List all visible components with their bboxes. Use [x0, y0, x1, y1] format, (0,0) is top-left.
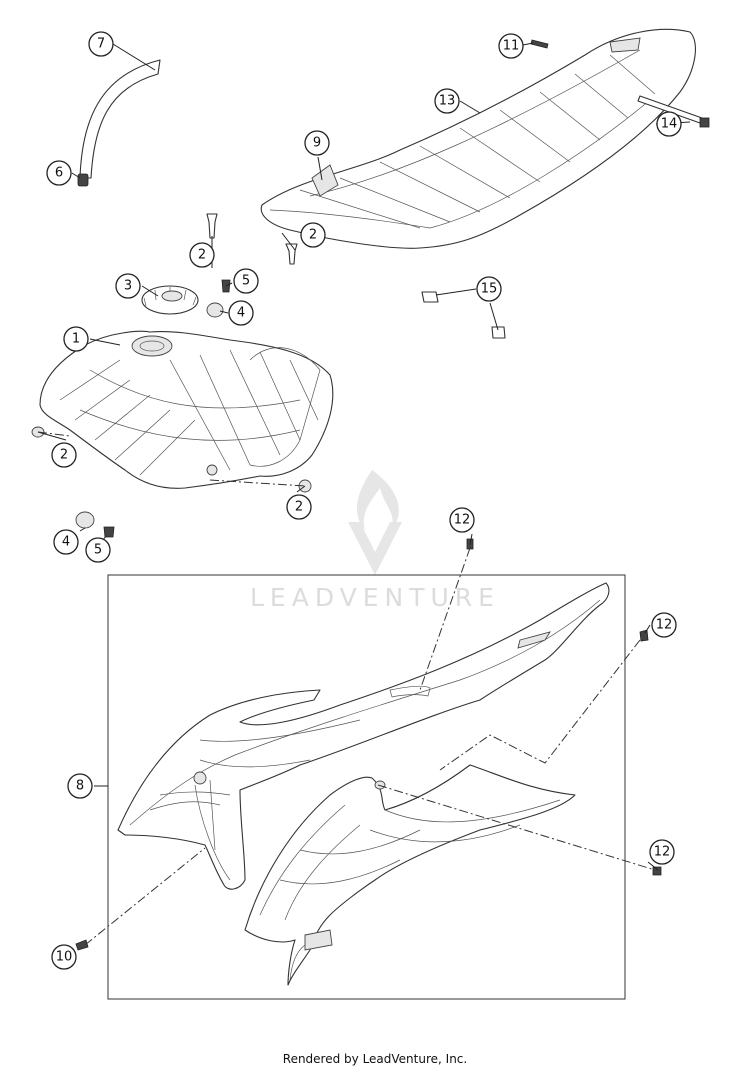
part-10-screw	[75, 939, 89, 951]
watermark-text: LEADVENTURE	[250, 583, 500, 612]
part-12-bolt-lower	[652, 866, 662, 876]
callout-8: 8	[67, 773, 93, 799]
svg-text:2: 2	[198, 248, 206, 263]
assembly-box-8	[107, 574, 626, 1000]
callout-3: 3	[115, 273, 141, 299]
part-2-screw-a	[206, 213, 218, 239]
svg-text:2: 2	[309, 228, 317, 243]
callout-5-bottom: 5	[85, 537, 111, 563]
svg-text:12: 12	[654, 845, 671, 860]
callout-12-lower: 12	[649, 839, 675, 865]
svg-text:6: 6	[55, 166, 63, 181]
svg-text:4: 4	[62, 535, 70, 550]
svg-text:11: 11	[503, 39, 520, 54]
svg-text:12: 12	[656, 618, 673, 633]
part-3-cap	[141, 285, 199, 315]
svg-text:8: 8	[76, 779, 84, 794]
callout-4-bottom: 4	[53, 529, 79, 555]
part-14-nut	[699, 117, 710, 128]
callout-9: 9	[304, 130, 330, 156]
part-11-screw	[530, 39, 549, 49]
svg-text:7: 7	[97, 37, 105, 52]
part-9-bracket	[311, 164, 339, 197]
svg-text:3: 3	[124, 279, 132, 294]
part-13-seat	[260, 28, 696, 249]
part-1-fuel-tank	[39, 330, 334, 489]
svg-text:10: 10	[56, 950, 73, 965]
callout-14: 14	[656, 111, 682, 137]
part-2-screw-b	[285, 243, 298, 265]
assembly-lines	[37, 431, 656, 946]
svg-text:13: 13	[439, 94, 456, 109]
svg-text:5: 5	[242, 274, 250, 289]
svg-text:14: 14	[661, 117, 678, 132]
part-12-bolt-right	[639, 629, 649, 642]
part-8-side-panel-left	[117, 582, 610, 890]
svg-text:9: 9	[313, 136, 321, 151]
footer-credit: Rendered by LeadVenture, Inc.	[282, 1052, 468, 1066]
svg-text:2: 2	[60, 448, 68, 463]
svg-text:12: 12	[454, 513, 471, 528]
part-7-hose	[79, 59, 161, 179]
part-15-clip-upper	[421, 291, 439, 303]
part-4-bushing-bottom	[75, 511, 95, 529]
svg-text:2: 2	[295, 500, 303, 515]
callout-2-grommet-right: 2	[286, 494, 312, 520]
callout-2-grommet-left: 2	[51, 442, 77, 468]
callout-11: 11	[498, 33, 524, 59]
part-5-screw-bottom	[103, 526, 115, 538]
callout-12-top: 12	[449, 507, 475, 533]
callout-2-screw-top-left: 2	[189, 242, 215, 268]
callout-4-top: 4	[228, 300, 254, 326]
watermark: LEADVENTURE	[250, 470, 500, 612]
callout-7: 7	[88, 31, 114, 57]
svg-text:1: 1	[72, 332, 80, 347]
svg-text:15: 15	[481, 282, 498, 297]
callout-6: 6	[46, 160, 72, 186]
part-4-bushing-top	[206, 302, 224, 318]
callout-12-right: 12	[651, 612, 677, 638]
svg-text:4: 4	[237, 306, 245, 321]
part-8-side-panel-right	[244, 764, 576, 986]
part-6-clamp	[77, 173, 89, 187]
callout-13: 13	[434, 88, 460, 114]
callout-5-top: 5	[233, 268, 259, 294]
callout-2-screw-top-right: 2	[300, 222, 326, 248]
watermark-logo-icon	[348, 470, 402, 575]
svg-text:5: 5	[94, 543, 102, 558]
callout-15: 15	[476, 276, 502, 302]
part-15-clip-lower	[491, 326, 506, 339]
callout-10: 10	[51, 944, 77, 970]
callout-1: 1	[63, 326, 89, 352]
